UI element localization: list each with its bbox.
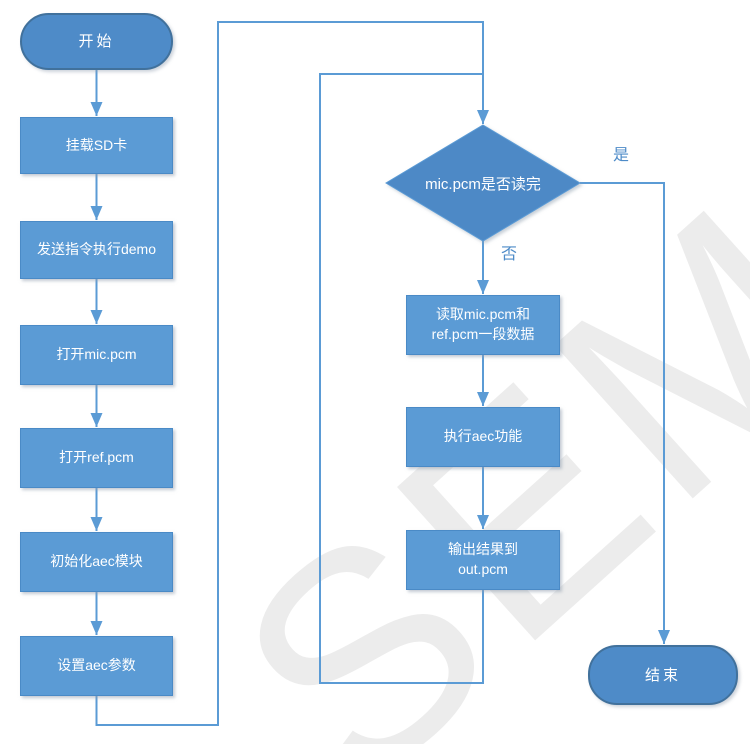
end-node: 结束 <box>588 645 738 705</box>
step-label: 发送指令执行demo <box>36 241 157 258</box>
step-label: 初始化aec模块 <box>50 553 143 570</box>
step-label-line2: out.pcm <box>458 561 508 577</box>
decision-diamond <box>385 124 581 242</box>
step-label-line1: 读取mic.pcm和 <box>435 306 531 323</box>
step-label-line2: ref.pcm一段数据 <box>431 326 535 342</box>
step-open-ref-pcm: 打开ref.pcm <box>20 428 173 488</box>
step-output-to-out-pcm: 输出结果到 out.pcm <box>406 530 560 590</box>
step-label: 设置aec参数 <box>57 657 136 674</box>
edge-label-no: 否 <box>500 246 517 263</box>
connector-decision-yes-to-end <box>580 182 670 644</box>
connector-set-to-decision <box>95 21 489 726</box>
step-label: 执行aec功能 <box>443 428 523 445</box>
step-label-line1: 输出结果到 <box>448 541 518 558</box>
step-label: 挂载SD卡 <box>65 136 128 153</box>
step-send-command-run-demo: 发送指令执行demo <box>20 221 173 279</box>
step-open-mic-pcm: 打开mic.pcm <box>20 325 173 385</box>
decision-label: mic.pcm是否读完 <box>425 175 541 193</box>
step-label: 打开ref.pcm <box>59 449 134 466</box>
end-label: 结束 <box>644 666 681 684</box>
step-label: 打开mic.pcm <box>56 346 137 363</box>
step-set-aec-params: 设置aec参数 <box>20 636 173 696</box>
step-run-aec: 执行aec功能 <box>406 407 560 467</box>
start-label: 开始 <box>78 33 115 50</box>
edge-label-yes: 是 <box>612 147 629 164</box>
connector-output-loopback <box>319 73 484 684</box>
step-init-aec-module: 初始化aec模块 <box>20 532 173 592</box>
start-node: 开始 <box>20 13 173 70</box>
step-mount-sd-card: 挂载SD卡 <box>20 117 173 174</box>
step-read-mic-ref-data: 读取mic.pcm和 ref.pcm一段数据 <box>406 295 560 355</box>
